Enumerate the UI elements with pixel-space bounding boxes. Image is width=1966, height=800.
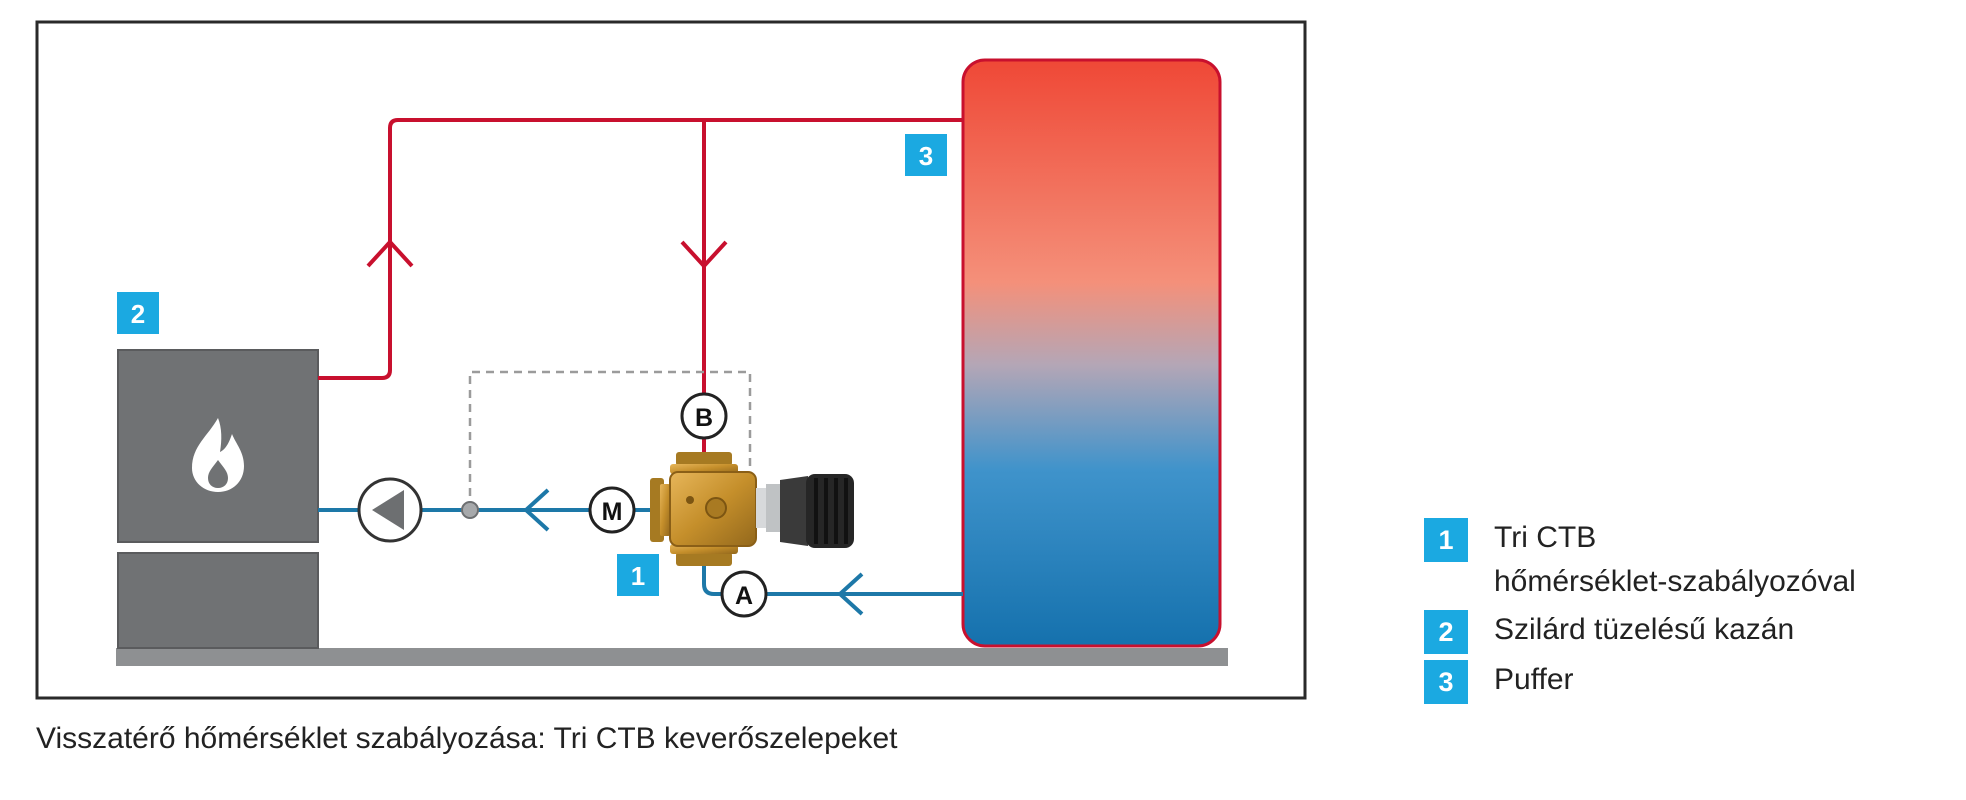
svg-text:M: M (602, 498, 623, 526)
boiler-lower (117, 552, 319, 649)
floor (116, 648, 1228, 666)
svg-text:3: 3 (919, 141, 933, 171)
legend-item-boiler: 2 Szilárd tüzelésű kazán (1424, 608, 1944, 654)
port-a: A (720, 570, 768, 618)
flame-icon (192, 418, 244, 492)
up-flow-arrow (366, 239, 414, 268)
svg-text:2: 2 (131, 299, 145, 329)
legend-item-buffer: 3 Puffer (1424, 658, 1944, 704)
figure-caption: Visszatérő hőmérséklet szabályozása: Tri… (36, 722, 898, 755)
pump (357, 477, 423, 543)
legend-label-continued: hőmérséklet-szabályozóval (1494, 565, 1856, 598)
svg-text:1: 1 (631, 561, 645, 591)
legend-badge: 2 (1424, 610, 1468, 654)
pump-arrow-icon (372, 490, 404, 530)
badge-boiler: 2 (117, 292, 159, 334)
badge-valve: 1 (617, 554, 659, 596)
port-m: M (588, 486, 636, 534)
port-b: B (680, 392, 728, 440)
buffer-tank (961, 58, 1222, 648)
hydraulic-diagram: M B A 1 2 3 (35, 20, 1307, 700)
legend-label: Puffer (1494, 663, 1574, 696)
badge-buffer: 3 (905, 134, 947, 176)
down-flow-arrow (680, 240, 728, 269)
legend-label: Tri CTB (1494, 521, 1597, 554)
legend-item-valve: 1 Tri CTB hőmérséklet-szabályozóval (1424, 516, 1944, 604)
actuator (780, 474, 854, 548)
legend: 1 Tri CTB hőmérséklet-szabályozóval 2 Sz… (1424, 516, 1944, 708)
return-pipe (318, 488, 963, 616)
legend-badge: 1 (1424, 518, 1468, 562)
return-flow-arrow-tank (837, 572, 864, 616)
boiler-upper (117, 349, 319, 543)
legend-label: Szilárd tüzelésű kazán (1494, 613, 1795, 646)
three-way-mixing-valve-icon (650, 452, 782, 566)
legend-badge: 3 (1424, 660, 1468, 704)
return-flow-arrow-left (523, 488, 550, 532)
sensor-capillary-line (468, 370, 752, 510)
svg-text:A: A (735, 582, 753, 610)
boiler (117, 349, 319, 649)
sensor-node (461, 501, 479, 519)
svg-text:B: B (695, 404, 713, 432)
